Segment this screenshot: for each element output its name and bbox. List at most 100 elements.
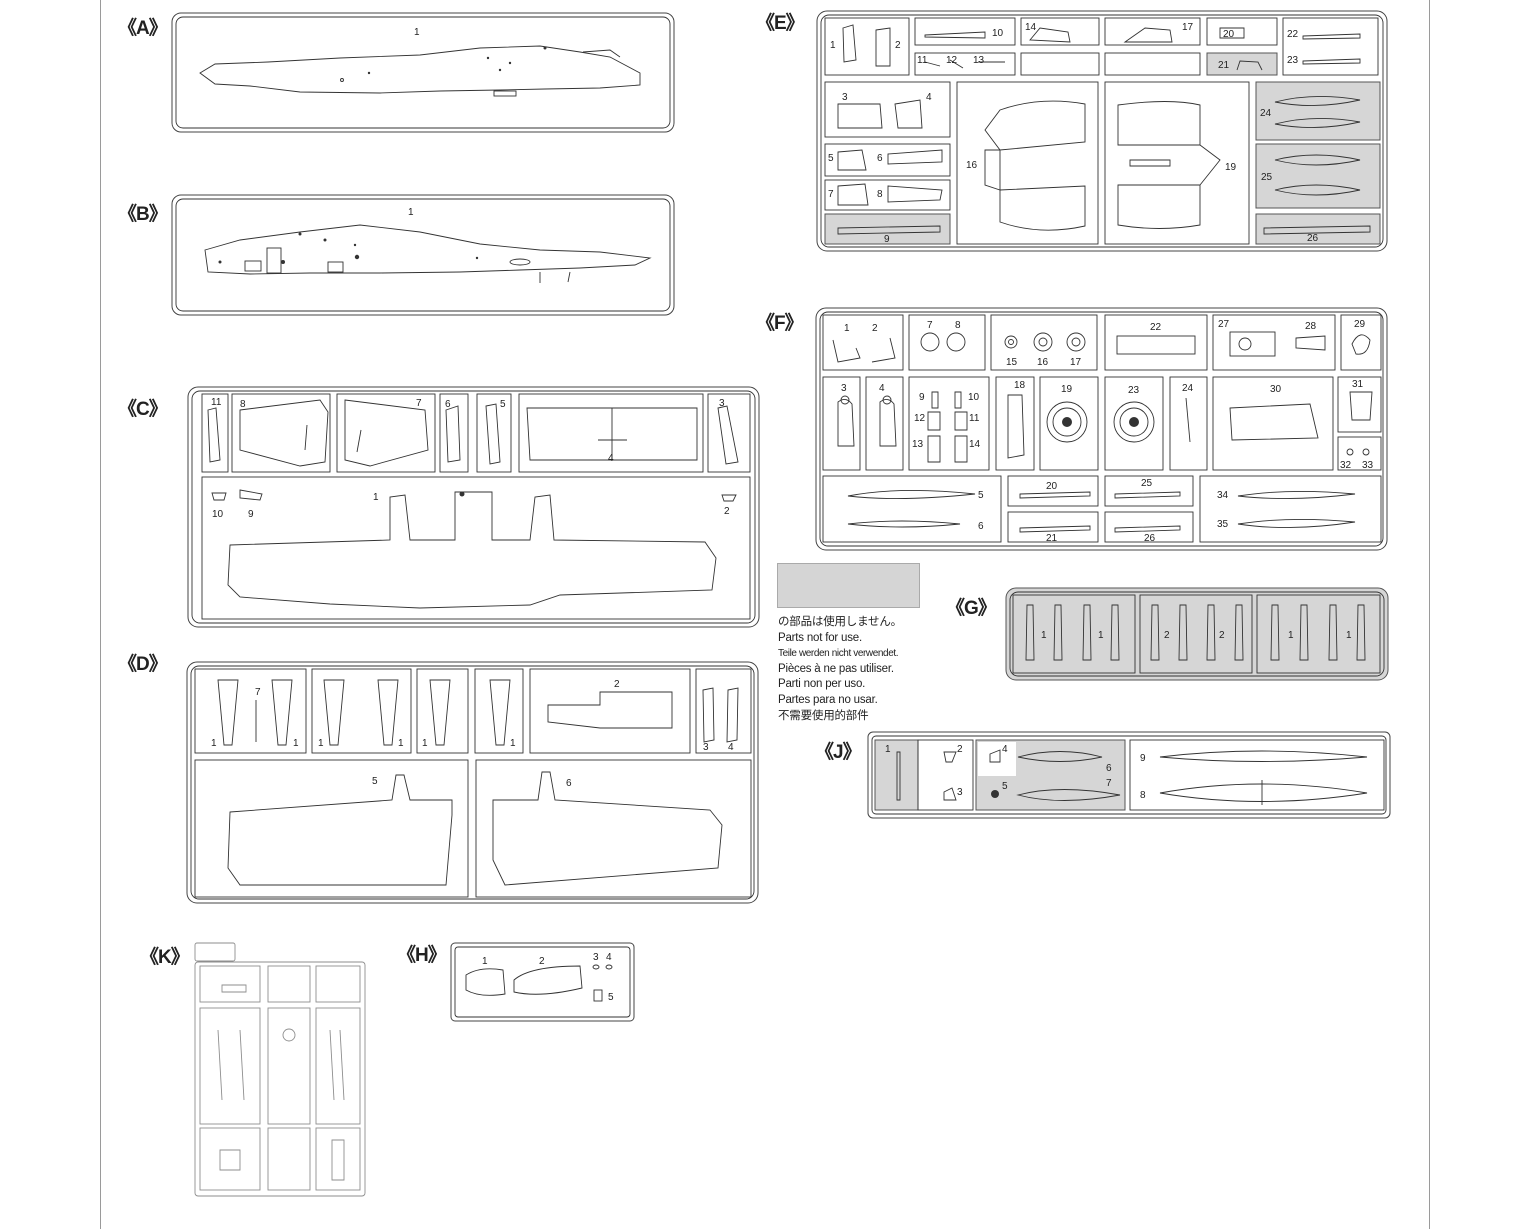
part-number: 4 — [728, 742, 734, 753]
part-number: 23 — [1287, 55, 1299, 66]
sprue-a: 1 — [171, 12, 675, 133]
part-number: 1 — [1098, 630, 1104, 641]
part-number: 1 — [1346, 630, 1352, 641]
part-number: 10 — [968, 392, 980, 403]
part-number: 17 — [1182, 22, 1194, 33]
part-number: 1 — [293, 738, 299, 749]
sprue-label-j: 《J》 — [815, 742, 862, 763]
fuselage-half-b — [204, 224, 652, 275]
part-number: 6 — [445, 399, 451, 410]
part-number: 27 — [1218, 319, 1230, 330]
part-number: 29 — [1354, 319, 1366, 330]
part-number: 31 — [1352, 379, 1364, 390]
sprue-e: 1 2 10 11 12 13 14 17 20 21 22 23 3 4 5 … — [816, 10, 1388, 252]
part-number: 5 — [372, 776, 378, 787]
part-number: 18 — [1014, 380, 1026, 391]
part-number: 1 — [844, 323, 850, 334]
wing-upper-left — [227, 774, 453, 886]
part-number: 2 — [957, 744, 963, 755]
sprue-label-h: 《H》 — [397, 945, 447, 966]
sprue-label-b: 《B》 — [118, 204, 168, 225]
page-edge-left — [100, 0, 101, 1229]
sprue-f: 1 2 7 8 15 16 17 22 27 28 29 3 4 9 10 12… — [815, 307, 1388, 551]
part-number: 4 — [926, 92, 932, 103]
part-number: 1 — [510, 738, 516, 749]
part-number: 21 — [1046, 533, 1058, 544]
sprue-label-d: 《D》 — [118, 654, 168, 675]
sprue-h: 1 2 3 4 5 — [450, 942, 635, 1022]
part-number: 11 — [969, 413, 980, 424]
wing-upper-right — [492, 771, 723, 886]
part-number: 1 — [211, 738, 217, 749]
sprue-j: 1 2 3 4 5 6 7 8 9 — [867, 731, 1391, 819]
part-number: 32 — [1340, 460, 1352, 471]
legend-line-fr: Pièces à ne pas utiliser. — [778, 662, 894, 675]
part-number: 24 — [1260, 108, 1272, 119]
part-number: 2 — [1219, 630, 1225, 641]
part-number: 2 — [895, 40, 901, 51]
part-number: 1 — [1041, 630, 1047, 641]
part-number: 21 — [1218, 60, 1230, 71]
canopy-part — [1117, 101, 1221, 229]
sprue-b: 1 — [171, 194, 675, 316]
part-number: 7 — [828, 189, 834, 200]
legend-line-en: Parts not for use. — [778, 631, 862, 644]
part-number: 14 — [969, 439, 981, 450]
part-number: 15 — [1006, 357, 1018, 368]
engine-disc-icon — [1113, 401, 1155, 443]
part-number: 1 — [414, 27, 420, 38]
sprue-label-f: 《F》 — [756, 313, 804, 334]
legend-line-ja: の部品は使用しません。 — [778, 616, 902, 628]
part-number: 26 — [1144, 533, 1156, 544]
wing-lower — [227, 491, 717, 609]
part-number: 30 — [1270, 384, 1282, 395]
stabilizer-part — [239, 399, 329, 467]
part-number: 9 — [248, 509, 254, 520]
part-number: 7 — [927, 320, 933, 331]
part-number: 4 — [1002, 744, 1008, 755]
part-number: 20 — [1046, 481, 1058, 492]
part-number: 19 — [1061, 384, 1073, 395]
part-number: 2 — [614, 679, 620, 690]
rocket-parts — [1025, 604, 1366, 661]
part-number: 6 — [877, 153, 883, 164]
part-number: 2 — [539, 956, 545, 967]
part-number: 3 — [719, 398, 725, 409]
part-number: 4 — [606, 952, 612, 963]
part-number: 1 — [398, 738, 404, 749]
part-number: 1 — [373, 492, 379, 503]
part-number: 6 — [1106, 763, 1112, 774]
part-number: 7 — [1106, 778, 1112, 789]
part-number: 24 — [1182, 383, 1194, 394]
legend-line-it: Parti non per uso. — [778, 678, 866, 691]
part-number: 5 — [500, 399, 506, 410]
part-number: 34 — [1217, 490, 1229, 501]
part-number: 35 — [1217, 519, 1229, 530]
part-number: 3 — [842, 92, 848, 103]
part-number: 28 — [1305, 321, 1317, 332]
part-number: 19 — [1225, 162, 1237, 173]
part-number: 4 — [608, 453, 614, 464]
part-number: 17 — [1070, 357, 1082, 368]
engine-disc-icon — [1046, 401, 1088, 443]
part-number: 2 — [1164, 630, 1170, 641]
part-number: 26 — [1307, 233, 1319, 244]
part-number: 16 — [966, 160, 978, 171]
part-number: 5 — [608, 992, 614, 1003]
part-number: 11 — [211, 397, 222, 408]
part-number: 13 — [973, 55, 985, 66]
part-number: 2 — [872, 323, 878, 334]
part-number: 5 — [978, 490, 984, 501]
part-number: 7 — [416, 398, 422, 409]
part-number: 3 — [957, 787, 963, 798]
part-number: 8 — [1140, 790, 1146, 801]
part-number: 1 — [1288, 630, 1294, 641]
sprue-d: 7 1 1 1 1 1 1 2 3 4 5 6 — [186, 661, 759, 904]
part-number: 1 — [318, 738, 324, 749]
fuselage-half-a — [199, 45, 641, 94]
part-number: 3 — [593, 952, 599, 963]
canopy-part — [984, 100, 1086, 231]
part-number: 10 — [212, 509, 224, 520]
part-number: 6 — [566, 778, 572, 789]
